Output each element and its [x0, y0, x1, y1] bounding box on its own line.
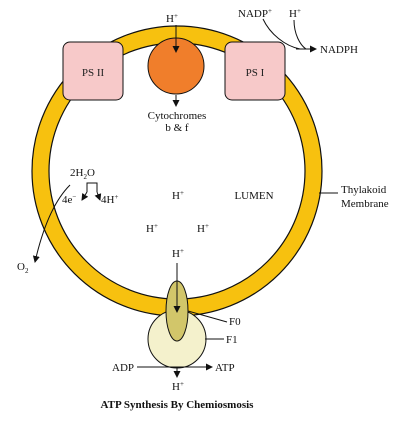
h-ion-nadp: H+: [289, 7, 301, 20]
nadp-label: NADP+: [238, 7, 272, 20]
oxygen-arrow: [32, 184, 71, 263]
nadp-base: NADP: [238, 8, 268, 20]
electrons-base: 4e: [62, 194, 73, 206]
electrons-label: 4e−: [62, 193, 76, 206]
h-ion-base: H: [146, 223, 154, 235]
h-ion-lumen: H+: [172, 189, 184, 202]
electron-arrow: [81, 191, 89, 201]
cytochromes-label-line2: b & f: [165, 122, 189, 134]
proton-arrow: [94, 191, 102, 201]
water-label: 2H2O: [70, 167, 95, 181]
h-ion-charge: +: [205, 222, 209, 230]
water-part-a: 2H: [70, 167, 84, 179]
electrons-charge: −: [72, 193, 76, 201]
h-to-nadph-curve: [293, 19, 307, 50]
h-ion-base: H: [197, 223, 205, 235]
h-ion-synthase-in: H+: [172, 247, 184, 260]
cytochromes-label-line1: Cytochromes: [148, 110, 207, 122]
h-ion-charge: +: [174, 12, 178, 20]
h-ion-base: H: [172, 381, 180, 393]
atp-label: ATP: [215, 362, 235, 374]
protons-label: 4H+: [101, 193, 118, 206]
nadp-charge: +: [268, 7, 272, 15]
h-ion-base: H: [166, 13, 174, 25]
thylakoid-label-line2: Membrane: [341, 198, 389, 210]
h-ion-base: H: [289, 8, 297, 20]
ps2-label: PS II: [82, 67, 105, 79]
h-ion-charge: +: [180, 247, 184, 255]
h-ion-charge: +: [154, 222, 158, 230]
oxygen-base: O: [17, 261, 25, 273]
protons-charge: +: [114, 193, 118, 201]
h-ion-charge: +: [297, 7, 301, 15]
adp-label: ADP: [112, 362, 134, 374]
oxygen-subscript: 2: [25, 267, 29, 275]
ps1-box: [224, 41, 286, 101]
h-ion-charge: +: [180, 380, 184, 388]
h-ion-base: H: [172, 248, 180, 260]
water-part-b: O: [87, 167, 95, 179]
f1-label: F1: [226, 334, 238, 346]
thylakoid-label-line1: Thylakoid: [341, 184, 387, 196]
h-ion-top: H+: [166, 12, 178, 25]
water-split-bracket: [86, 182, 98, 192]
h-ion-stroma: H+: [172, 380, 184, 393]
nadph-label: NADPH: [320, 44, 358, 56]
nadp-arrow-curve: [262, 18, 301, 50]
diagram-caption: ATP Synthesis By Chemiosmosis: [101, 399, 255, 411]
h-ion-lumen: H+: [146, 222, 158, 235]
f0-pointer: [187, 310, 228, 323]
h-ion-base: H: [172, 190, 180, 202]
water-subscript: 2: [83, 173, 87, 181]
ps2-box: [62, 41, 124, 101]
h-ion-lumen: H+: [197, 222, 209, 235]
lumen-label: LUMEN: [234, 190, 273, 202]
protons-base: 4H: [101, 194, 115, 206]
ps1-label: PS I: [246, 67, 265, 79]
oxygen-label: O2: [17, 261, 29, 275]
h-ion-charge: +: [180, 189, 184, 197]
f0-label: F0: [229, 316, 241, 328]
